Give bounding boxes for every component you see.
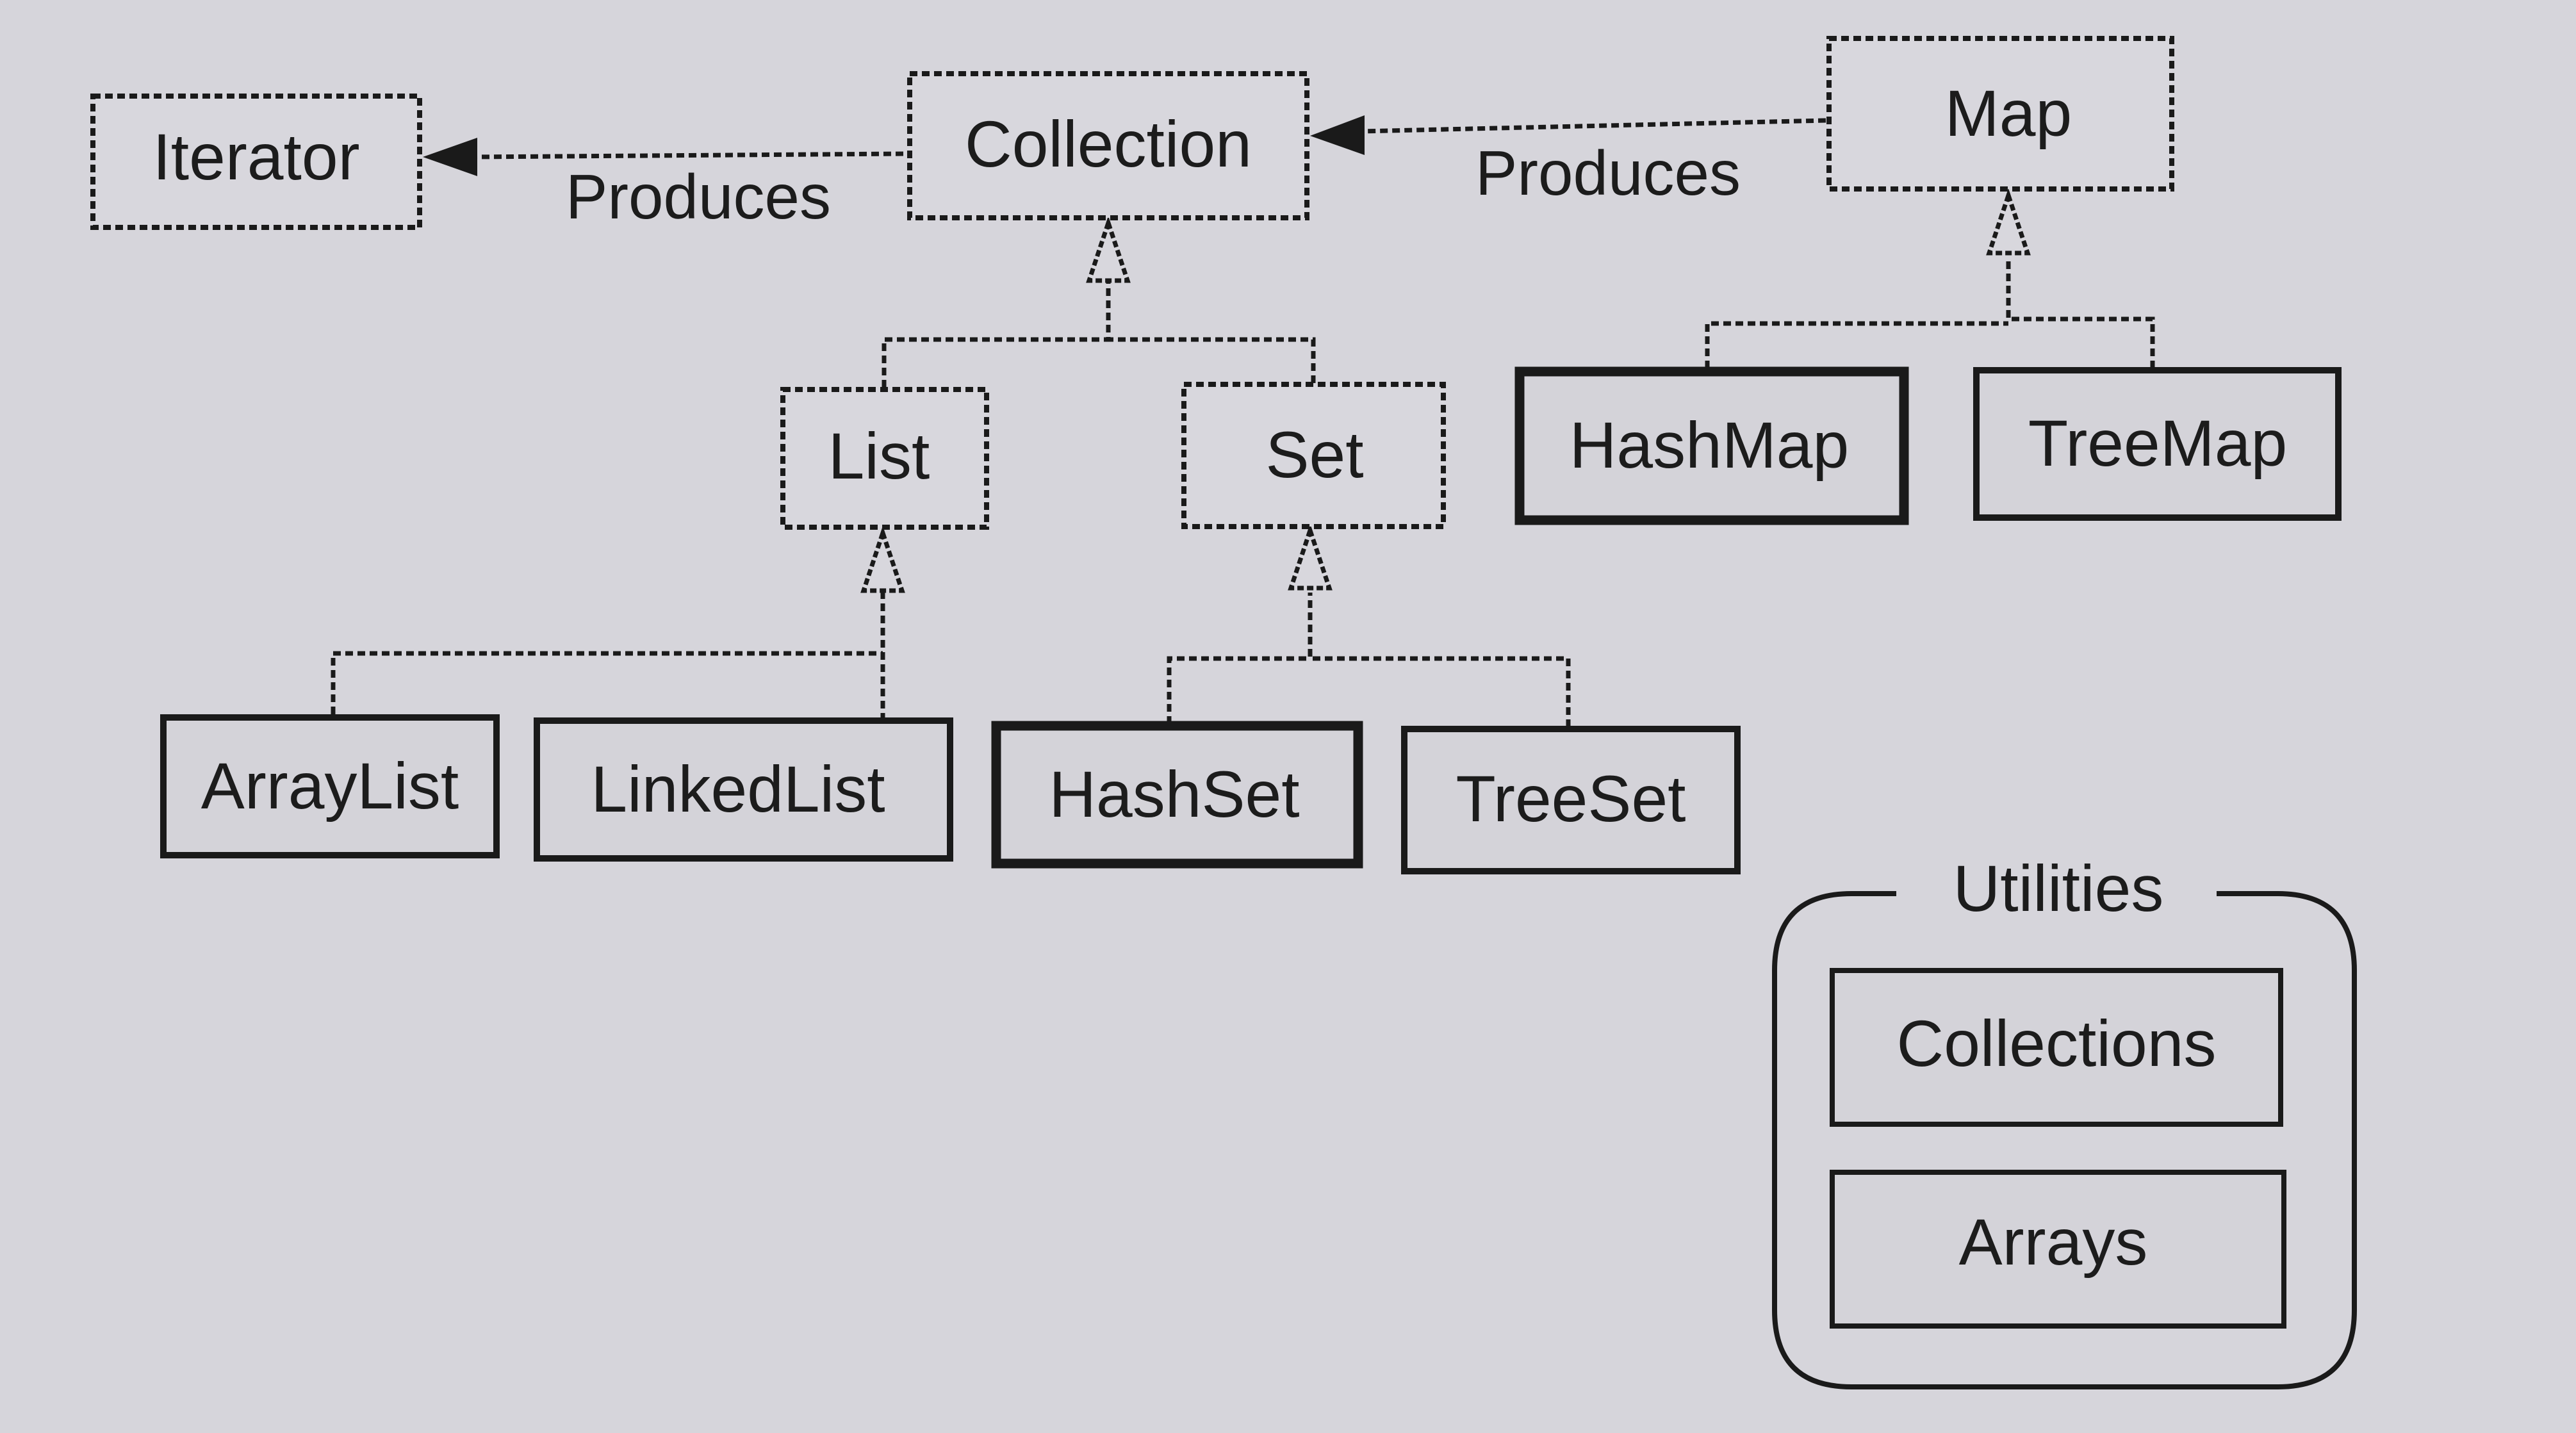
hashmap-class: HashMap (1514, 366, 1909, 525)
treeset-label: TreeSet (1456, 762, 1686, 835)
produces-connector-iterator (473, 151, 904, 160)
arraylist-label: ArrayList (201, 749, 459, 823)
hashset-inherits-connector (1167, 656, 1310, 724)
produces-label-collection: Produces (1475, 138, 1741, 208)
produces-arrowhead-iterator (423, 138, 477, 176)
list-inherit-triangle (860, 525, 905, 593)
set-inherit-triangle (1288, 523, 1333, 591)
produces-label-iterator: Produces (566, 161, 831, 232)
map-inherit-triangle (1986, 188, 2031, 256)
collections-utility-label: Collections (1897, 1007, 2217, 1080)
list-inherits-connector (882, 337, 1108, 388)
arraylist-class: ArrayList (160, 714, 500, 858)
treeset-class: TreeSet (1401, 726, 1741, 874)
collections-utility: Collections (1830, 968, 2283, 1127)
hashset-class: HashSet (991, 721, 1363, 869)
hashmap-inherits-connector (1705, 321, 2008, 368)
iterator-label: Iterator (152, 120, 359, 193)
list-interface: List (780, 387, 989, 530)
arrays-utility: Arrays (1830, 1170, 2286, 1329)
arraylist-inherits-connector (331, 651, 883, 714)
collection-label: Collection (965, 108, 1252, 181)
set-inherits-connector (1106, 282, 1316, 383)
utilities-title: Utilities (1953, 852, 2164, 925)
list-label: List (828, 420, 930, 493)
map-interface: Map (1826, 36, 2174, 192)
treeset-inherits-connector (1308, 593, 1571, 727)
hashset-label: HashSet (1049, 758, 1299, 831)
arrays-utility-label: Arrays (1959, 1206, 2148, 1279)
treemap-label: TreeMap (2028, 407, 2287, 480)
set-interface: Set (1181, 382, 1446, 529)
treemap-inherits-connector (2006, 259, 2155, 368)
produces-arrowhead-collection (1310, 115, 1365, 155)
set-label: Set (1265, 418, 1363, 491)
linkedlist-class: LinkedList (534, 717, 953, 862)
utilities-group: Utilities Collections Arrays (1772, 852, 2357, 1389)
treemap-class: TreeMap (1973, 367, 2342, 521)
iterator-interface: Iterator (90, 94, 422, 230)
collection-inherit-triangle (1086, 215, 1131, 283)
hashmap-label: HashMap (1570, 409, 1850, 482)
linkedlist-label: LinkedList (591, 753, 885, 826)
produces-connector-collection (1361, 118, 1826, 134)
collection-interface: Collection (907, 71, 1309, 220)
map-label: Map (1945, 77, 2072, 150)
